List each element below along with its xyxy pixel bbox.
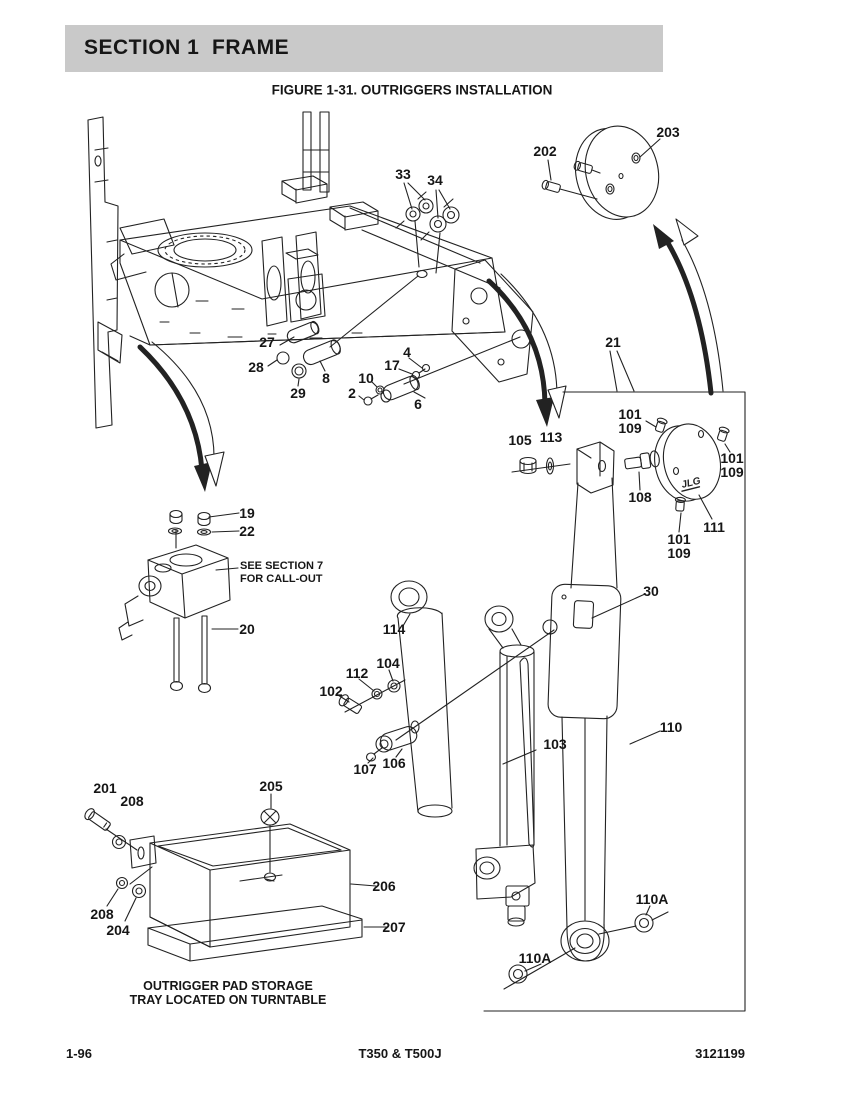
- callout-112: 112: [345, 665, 369, 681]
- cover-disc-203: [541, 125, 661, 220]
- footer-document-number: 3121199: [695, 1046, 745, 1061]
- callout-201: 201: [93, 780, 117, 796]
- see-section-line1: SEE SECTION 7: [240, 560, 324, 572]
- callout-105: 105: [508, 432, 532, 448]
- outrigger-leg-110: [395, 477, 669, 990]
- callout-8: 8: [322, 370, 330, 386]
- callout-101-109-a: 101 109: [618, 407, 641, 435]
- section-header-bar: [65, 25, 663, 72]
- callout-114: 114: [382, 621, 406, 637]
- callout-205: 205: [259, 778, 283, 794]
- see-section-note: SEE SECTION 7 FOR CALL-OUT: [240, 560, 323, 586]
- callout-30: 30: [643, 583, 659, 599]
- callout-101-109-c: 101 109: [667, 532, 690, 560]
- cylinder-103: [473, 605, 537, 927]
- callout-111: 111: [703, 519, 725, 535]
- callout-33: 33: [395, 166, 411, 182]
- storage-caption-line2: TRAY LOCATED ON TURNTABLE: [129, 993, 327, 1007]
- callout-29: 29: [290, 385, 306, 401]
- callout-110A-b: 110A: [518, 950, 552, 966]
- callout-108: 108: [628, 489, 652, 505]
- callout-110: 110: [659, 719, 683, 735]
- flow-arrows: [137, 218, 724, 492]
- callout-103: 103: [543, 736, 567, 752]
- washers-33-34: [395, 182, 460, 274]
- section-title: SECTION 1 FRAME: [84, 36, 290, 59]
- callout-10: 10: [358, 370, 374, 386]
- callout-110A-a: 110A: [635, 891, 669, 907]
- callout-6: 6: [414, 396, 422, 412]
- callout-109-a: 109: [618, 420, 642, 436]
- callout-20: 20: [239, 621, 255, 637]
- cylinder-114: [390, 580, 453, 818]
- callout-208-a: 208: [120, 793, 144, 809]
- callout-101-a: 101: [618, 406, 642, 422]
- see-section-line2: FOR CALL-OUT: [240, 573, 323, 585]
- callout-104: 104: [376, 655, 400, 671]
- callout-113: 113: [539, 429, 563, 445]
- storage-caption: OUTRIGGER PAD STORAGE TRAY LOCATED ON TU…: [130, 979, 327, 1007]
- link-hardware: [337, 669, 420, 764]
- callout-107: 107: [353, 761, 377, 777]
- callout-17: 17: [384, 357, 400, 373]
- callout-101-c: 101: [667, 531, 691, 547]
- callout-4: 4: [403, 344, 411, 360]
- detail-box: [483, 350, 746, 1012]
- callout-28: 28: [248, 359, 264, 375]
- callout-207: 207: [382, 919, 406, 935]
- callout-101-109-b: 101 109: [720, 451, 743, 479]
- callout-203: 203: [656, 124, 680, 140]
- callout-102: 102: [319, 683, 343, 699]
- callout-22: 22: [239, 523, 255, 539]
- callout-21: 21: [605, 334, 621, 350]
- pivot-post-top: [511, 417, 731, 533]
- storage-tray: [84, 793, 389, 962]
- callout-34: 34: [427, 172, 443, 188]
- callout-27: 27: [259, 334, 275, 350]
- callout-109-c: 109: [667, 545, 691, 561]
- pins-hardware: [267, 320, 521, 406]
- callout-2: 2: [348, 385, 356, 401]
- callout-204: 204: [106, 922, 130, 938]
- callout-206: 206: [372, 878, 396, 894]
- callout-202: 202: [533, 143, 557, 159]
- valve-block: [118, 509, 240, 694]
- callout-208-b: 208: [90, 906, 114, 922]
- storage-caption-line1: OUTRIGGER PAD STORAGE: [143, 979, 313, 993]
- jlg-logo: JLG: [680, 476, 702, 492]
- callout-109-b: 109: [720, 464, 744, 480]
- figure-title: FIGURE 1-31. OUTRIGGERS INSTALLATION: [271, 82, 553, 98]
- callout-19: 19: [239, 505, 255, 521]
- callout-101-b: 101: [720, 450, 744, 466]
- callout-106: 106: [382, 755, 406, 771]
- footer-model: T350 & T500J: [358, 1046, 442, 1061]
- frame-assembly: [87, 111, 534, 429]
- footer-page-number: 1-96: [66, 1046, 93, 1061]
